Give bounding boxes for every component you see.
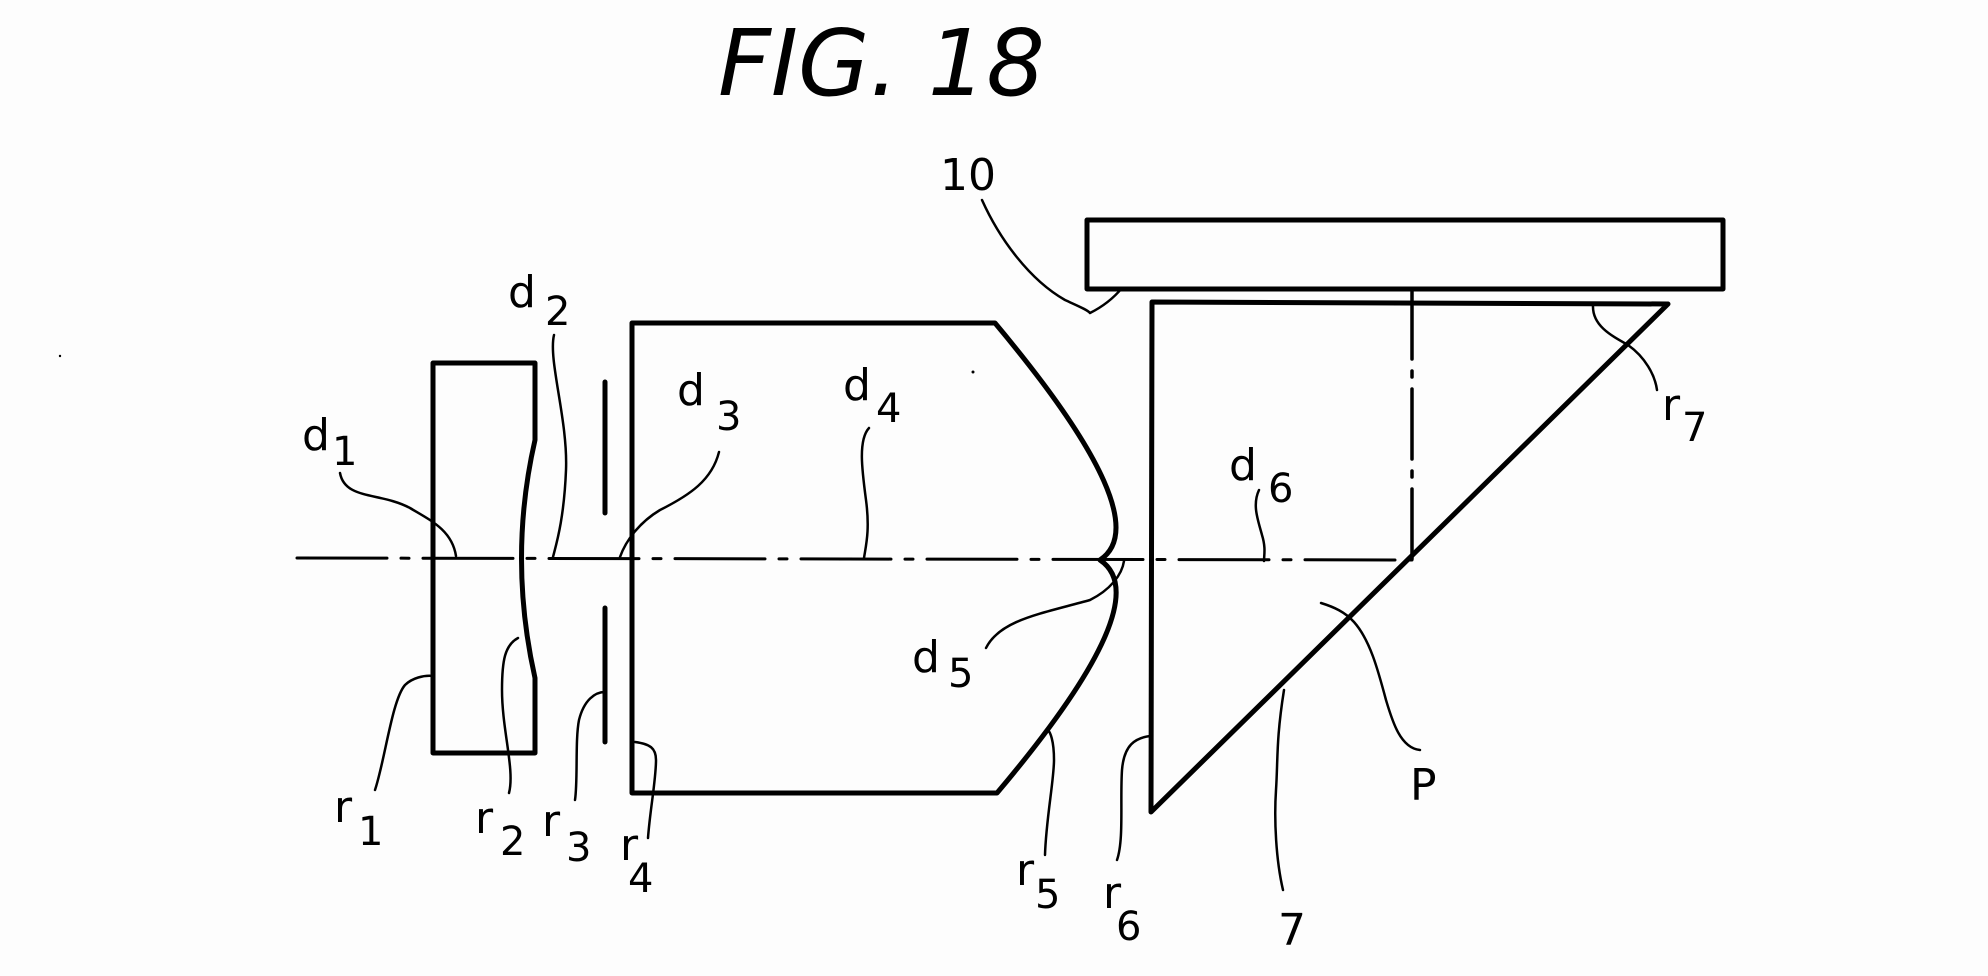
svg-text:5: 5	[948, 651, 973, 697]
leader-d5	[984, 559, 1126, 650]
figure-title: FIG. 18	[718, 10, 1045, 117]
svg-text:1: 1	[332, 429, 357, 475]
leader-7	[1274, 688, 1286, 892]
leader-p	[1319, 601, 1422, 752]
leader-r2	[500, 636, 520, 795]
label-d3: d 3	[677, 365, 741, 440]
label-r4: r 4	[620, 820, 653, 902]
svg-text:r: r	[1016, 845, 1035, 896]
label-d5: d 5	[912, 632, 973, 697]
leader-d6	[1254, 488, 1266, 563]
svg-text:d: d	[302, 410, 330, 461]
svg-text:d: d	[508, 267, 536, 318]
label-d2: d 2	[508, 267, 570, 335]
leader-d1	[338, 471, 458, 558]
label-d6: d 6	[1229, 440, 1293, 512]
svg-text:r: r	[620, 820, 639, 871]
leader-r7	[1591, 303, 1659, 392]
svg-text:r: r	[334, 782, 353, 833]
svg-text:r: r	[1662, 380, 1681, 431]
svg-text:d: d	[1229, 440, 1257, 491]
leader-r6	[1115, 734, 1152, 862]
leader-d2	[551, 333, 568, 559]
lens-1	[430, 360, 538, 756]
label-10: 10	[940, 150, 996, 201]
label-r1: r 1	[334, 782, 383, 855]
label-r2: r 2	[475, 793, 525, 865]
leader-d3	[618, 450, 721, 559]
svg-text:6: 6	[1116, 904, 1141, 950]
svg-text:5: 5	[1035, 872, 1060, 918]
svg-text:7: 7	[1682, 405, 1707, 451]
leader-d4	[860, 426, 871, 560]
svg-text:4: 4	[876, 386, 901, 432]
leader-r3	[573, 690, 607, 802]
label-d1: d 1	[302, 410, 357, 475]
scan-speck	[971, 370, 975, 374]
svg-text:6: 6	[1268, 466, 1293, 512]
svg-text:r: r	[475, 793, 494, 844]
svg-text:d: d	[677, 365, 705, 416]
leader-r1	[373, 674, 435, 792]
label-r6: r 6	[1103, 868, 1141, 950]
svg-text:3: 3	[716, 394, 741, 440]
label-p: P	[1410, 760, 1437, 811]
label-r3: r 3	[542, 796, 591, 871]
svg-text:r: r	[1103, 868, 1122, 919]
label-r5: r 5	[1016, 845, 1060, 918]
svg-text:d: d	[843, 360, 871, 411]
optical-axis	[295, 556, 1414, 562]
svg-text:r: r	[542, 796, 561, 847]
lens-2	[629, 320, 1119, 796]
label-7: 7	[1278, 905, 1306, 956]
svg-text:2: 2	[545, 289, 570, 335]
label-r7: r 7	[1662, 380, 1707, 451]
prism-7	[1148, 299, 1671, 815]
leader-10	[980, 198, 1124, 315]
svg-text:2: 2	[500, 819, 525, 865]
svg-text:d: d	[912, 632, 940, 683]
svg-text:4: 4	[628, 856, 653, 902]
label-d4: d 4	[843, 360, 901, 432]
svg-text:1: 1	[358, 809, 383, 855]
svg-text:3: 3	[566, 825, 591, 871]
leader-r5	[1043, 728, 1056, 857]
plate-10	[1084, 217, 1726, 292]
leader-r4	[633, 740, 658, 840]
scan-speck	[58, 354, 62, 358]
